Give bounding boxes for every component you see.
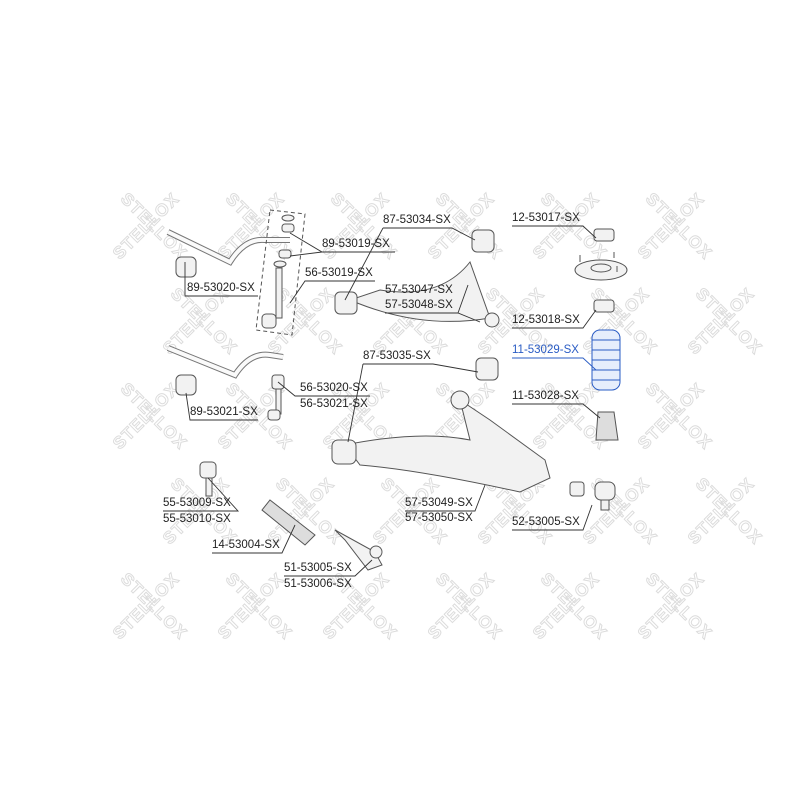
bump-stop-11-53028 — [595, 411, 619, 441]
part-label-89-53019[interactable]: 89-53019-SX — [322, 238, 390, 250]
tie-rod-end-51-53005 — [334, 529, 383, 571]
part-label-57-53048[interactable]: 57-53048-SX — [385, 299, 453, 311]
bushing-12-53018 — [593, 299, 615, 313]
part-label-56-53019[interactable]: 56-53019-SX — [305, 267, 373, 279]
lower-control-arm — [344, 398, 551, 493]
part-label-56-53021[interactable]: 56-53021-SX — [300, 398, 368, 410]
part-label-12-53018[interactable]: 12-53018-SX — [512, 314, 580, 326]
boot-14-53004 — [261, 499, 316, 546]
bushing-87-53035 — [475, 357, 499, 381]
ball-joint-52-53005 — [594, 481, 616, 501]
part-label-55-53010[interactable]: 55-53010-SX — [163, 513, 231, 525]
part-label-55-53009[interactable]: 55-53009-SX — [163, 497, 231, 509]
part-label-89-53021[interactable]: 89-53021-SX — [190, 406, 258, 418]
tie-rod-55-53009 — [199, 461, 217, 479]
parts — [166, 209, 628, 571]
part-label-57-53049[interactable]: 57-53049-SX — [405, 497, 473, 509]
part-label-57-53050[interactable]: 57-53050-SX — [405, 512, 473, 524]
part-label-89-53020[interactable]: 89-53020-SX — [187, 282, 255, 294]
bushing-12-53017 — [593, 228, 615, 242]
leader-lines — [163, 225, 601, 577]
part-label-56-53020[interactable]: 56-53020-SX — [300, 382, 368, 394]
bushing-89-53020 — [175, 256, 197, 278]
part-label-51-53006[interactable]: 51-53006-SX — [284, 578, 352, 590]
part-label-12-53017[interactable]: 12-53017-SX — [512, 212, 580, 224]
part-label-52-53005[interactable]: 52-53005-SX — [512, 516, 580, 528]
part-label-11-53029-highlighted[interactable]: 11-53029-SX — [512, 344, 579, 356]
stabilizer-link-56-53019 — [275, 267, 283, 319]
link-kit-box — [255, 209, 306, 336]
part-label-14-53004[interactable]: 14-53004-SX — [212, 539, 280, 551]
part-label-87-53035[interactable]: 87-53035-SX — [363, 350, 431, 362]
dust-boot-11-53029 — [591, 329, 621, 391]
part-label-57-53047[interactable]: 57-53047-SX — [385, 284, 453, 296]
part-label-87-53034[interactable]: 87-53034-SX — [383, 214, 451, 226]
bushing-89-53021 — [175, 374, 197, 396]
part-label-51-53005[interactable]: 51-53005-SX — [284, 562, 352, 574]
part-label-11-53028[interactable]: 11-53028-SX — [512, 390, 579, 402]
bushing-87-53034 — [471, 229, 495, 253]
